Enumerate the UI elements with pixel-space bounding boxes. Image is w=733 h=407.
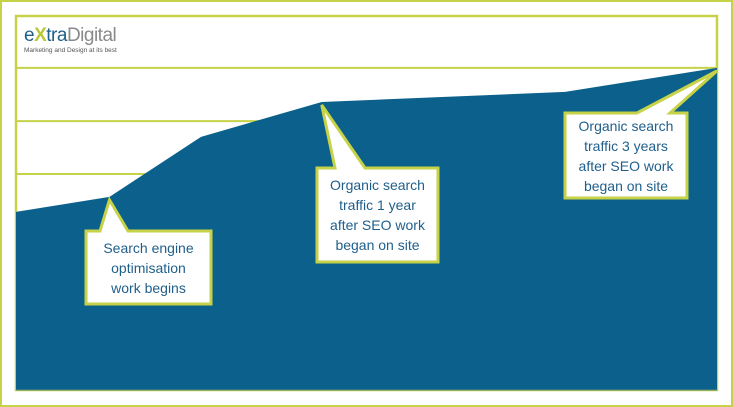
- callout-line: after SEO work: [330, 217, 425, 233]
- callout-line: work begins: [111, 279, 186, 296]
- callout-box: [563, 69, 719, 200]
- callout-line: traffic 1 year: [339, 197, 416, 213]
- callout-line: Organic search: [578, 117, 674, 134]
- callout-line: Organic search: [330, 177, 425, 193]
- logo-text: e: [24, 25, 35, 46]
- callout-line: began on site: [335, 237, 420, 253]
- callout-text: Search engine optimisation work begins: [86, 238, 211, 298]
- callout-box: [84, 196, 213, 306]
- callout-box: [315, 104, 440, 264]
- callout-line: began on site: [583, 177, 669, 194]
- logo-tagline: Marketing and Design at its best: [24, 47, 117, 54]
- callout-line: optimisation: [111, 259, 186, 276]
- callout-line: after SEO work: [578, 157, 674, 174]
- logo-text: Digital: [66, 25, 117, 46]
- callout-line: traffic 3 years: [584, 137, 668, 154]
- callout-text: Organic search traffic 3 years after SEO w…: [565, 116, 687, 196]
- callout-text: Organic search traffic 1 year after SEO wo…: [317, 175, 438, 255]
- logo-text: X: [34, 25, 47, 46]
- logo-text: tra: [46, 25, 67, 46]
- extradigital-logo: eXtraDigital Marketing and Design at its…: [24, 25, 117, 55]
- callout-line: Search engine: [103, 239, 194, 256]
